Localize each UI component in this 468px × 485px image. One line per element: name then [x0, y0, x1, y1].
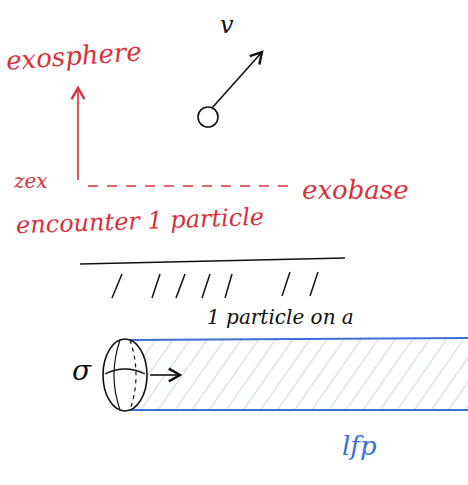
upward-arrow: [77, 88, 79, 180]
sketch-label: exosphere: [3, 37, 144, 75]
sketch-label: 1 particle on a: [205, 306, 356, 328]
hatch-mark: [202, 274, 210, 298]
motion-arrow: [150, 374, 180, 376]
sketch-label: lfp: [340, 432, 379, 461]
cylinder-fill: [128, 340, 468, 410]
exobase-line: [88, 185, 295, 187]
sketch-label: encounter 1 particle: [14, 204, 267, 239]
hatch-mark: [225, 274, 232, 298]
cylinder-top: [128, 338, 468, 340]
particle: [198, 107, 218, 127]
disc-curve: [105, 369, 145, 374]
hatch-mark: [152, 274, 160, 298]
cylinder-bottom: [128, 409, 468, 411]
disc-hidden-edge: [130, 340, 136, 410]
disc-edge: [114, 340, 120, 410]
cross-section-disc: [103, 339, 147, 411]
sketch-label: σ: [70, 356, 93, 387]
hatch-mark: [176, 274, 185, 298]
sketch-label: v: [218, 12, 236, 38]
ground-line: [80, 258, 345, 264]
sketch-label: exobase: [300, 176, 411, 205]
hatch-mark: [282, 272, 290, 296]
hatch-mark: [112, 274, 122, 298]
velocity-arrow: [212, 52, 262, 108]
ground-hatch: [112, 272, 318, 298]
hatch-mark: [310, 272, 318, 296]
sketch-label: zex: [12, 170, 50, 192]
